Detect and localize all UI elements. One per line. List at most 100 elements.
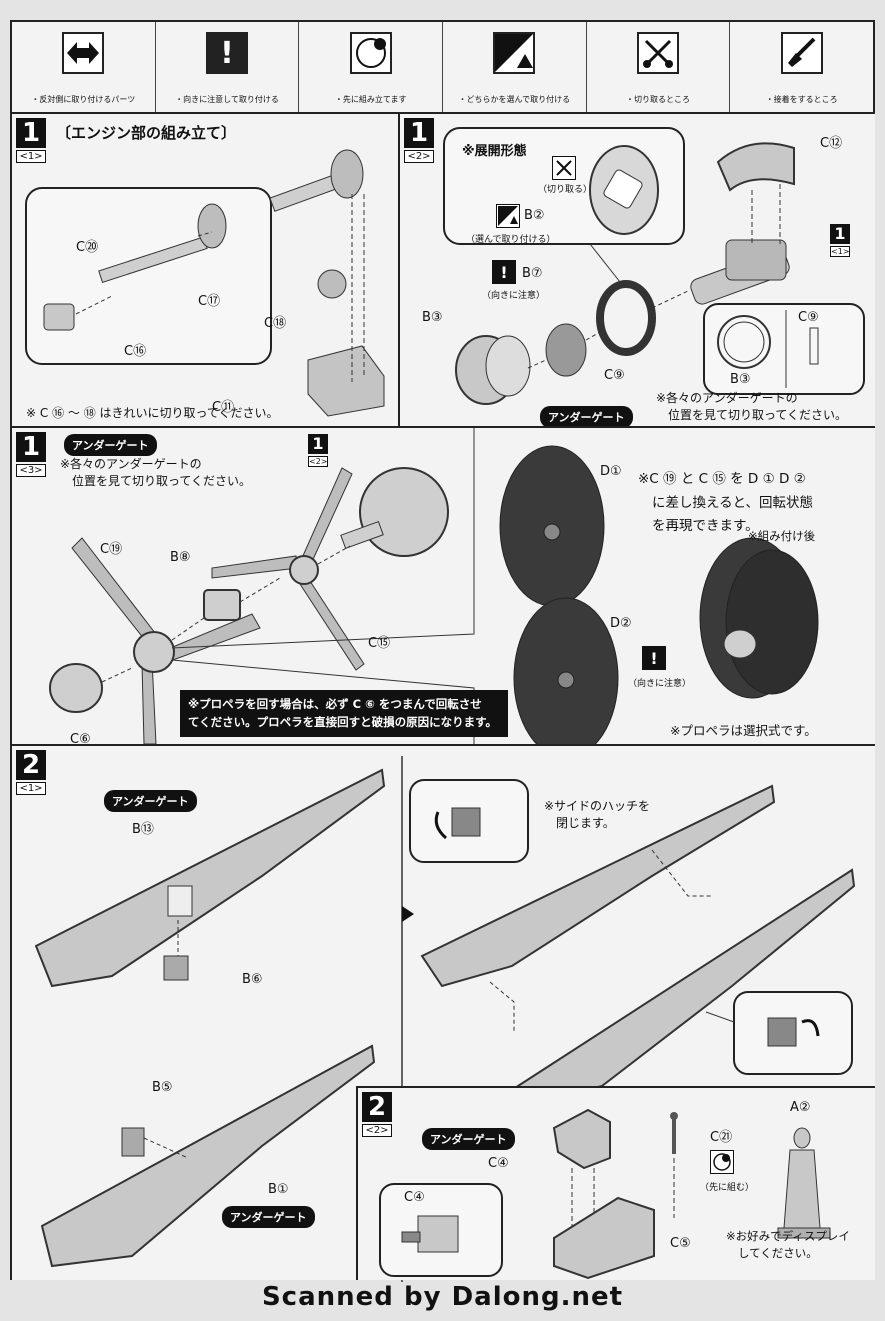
undergate-tag: アンダーゲート [540, 406, 633, 428]
legend-label: ・どちらかを選んで取り付ける [458, 95, 571, 104]
propeller-warning: ※プロペラを回す場合は、必ず C ⑥ をつまんで回転させ てください。プロペラを… [180, 690, 508, 737]
caution-icon: ! [206, 32, 248, 74]
step-number: 2 [362, 1092, 392, 1122]
choose-label: （選んで取り付ける） [466, 235, 556, 245]
icon-legend: ・反対側に取り付けるパーツ ! ・向きに注意して取り付ける ・先に組み立てます … [12, 22, 873, 114]
part-label-b1: B① [268, 1182, 289, 1197]
undergate-tag: アンダーゲート [422, 1128, 515, 1150]
legend-cut: ・切り取るところ [587, 22, 731, 112]
fuselage-assembly-drawing [34, 756, 856, 1282]
display-note-line: ※お好みでディスプレイ [726, 1229, 850, 1243]
undergate-tag: アンダーゲート [222, 1206, 315, 1228]
legend-glue: ・接着をするところ [730, 22, 873, 112]
scan-credit: Scanned by Dalong.net [261, 1282, 624, 1312]
hatch-note-line: 閉じます。 [556, 815, 615, 830]
part-label-b7: B⑦ [522, 266, 543, 281]
part-label-b8: B⑧ [170, 550, 191, 565]
caution-label: （向きに注意） [482, 291, 546, 301]
legend-label: ・反対側に取り付けるパーツ [31, 95, 136, 104]
undergate-note-line: 位置を見て切り取ってください。 [72, 473, 252, 488]
caution-icon: ! [492, 260, 516, 284]
substep-number: <2> [404, 150, 434, 163]
display-note: ※お好みでディスプレイ してください。 [726, 1228, 850, 1263]
part-label-c17: C⑰ [198, 294, 221, 309]
undergate-tag: アンダーゲート [64, 434, 157, 456]
undergate-note-line: 位置を見て切り取ってください。 [668, 407, 848, 422]
warning-line: てください。プロペラを直接回すと破損の原因になります。 [188, 715, 498, 730]
ref-substep-number: <1> [830, 246, 850, 257]
inset-label-c4: C④ [404, 1190, 425, 1205]
substep-number: <1> [16, 150, 46, 163]
step-2-2-panel: 2 <2> アンダーゲート C④ C④ C㉑ [356, 1086, 875, 1280]
undergate-note: ※各々のアンダーゲートの 位置を見て切り取ってください。 [60, 456, 251, 490]
caution-icon: ! [642, 646, 666, 670]
cockpit-assembly-drawing [379, 1108, 831, 1280]
legend-caution: ! ・向きに注意して取り付ける [156, 22, 300, 112]
hatch-note-line: ※サイドのハッチを [544, 799, 651, 813]
cut-icon [552, 156, 576, 180]
legend-label: ・先に組み立てます [334, 95, 407, 104]
substep-number: <3> [16, 464, 46, 477]
part-label-c12: C⑫ [820, 136, 843, 151]
legend-label: ・切り取るところ [626, 95, 691, 104]
swap-note: ※C ⑲ と C ⑮ を D ① D ② に差し換えると、回転状態 を再現できま… [638, 468, 813, 539]
swap-note-line: ※C ⑲ と C ⑮ を D ① D ② [638, 471, 806, 487]
part-label-c5: C⑤ [670, 1236, 691, 1251]
part-label-b3: B③ [422, 310, 443, 325]
step-number-box: 1 <1> [16, 118, 46, 163]
warning-line: ※プロペラを回す場合は、必ず C ⑥ をつまんで回転させ [188, 697, 482, 711]
ref-step-box: 1 <2> [308, 434, 328, 467]
cut-label: （切り取る） [538, 185, 593, 195]
step-number-box: 2 <2> [362, 1092, 392, 1137]
assembled-label: ※組み付け後 [748, 529, 816, 543]
opposite-side-icon [62, 32, 105, 74]
substep-number: <1> [16, 782, 46, 795]
hatch-note: ※サイドのハッチを 閉じます。 [544, 798, 650, 832]
legend-label: ・向きに注意して取り付ける [175, 95, 279, 104]
part-label-d2: D② [610, 616, 632, 631]
step-1-2-panel: 1 <2> [398, 114, 875, 428]
preassemble-icon [710, 1150, 734, 1174]
select-note: ※プロペラは選択式です。 [670, 723, 817, 738]
ref-substep-number: <2> [308, 456, 328, 467]
undergate-tag: アンダーゲート [104, 790, 197, 812]
step-2-1-panel: 2 <1> ア [12, 744, 875, 1282]
part-label-d1: D① [600, 464, 622, 479]
part-label-c11: C⑪ [212, 400, 235, 415]
step-number: 2 [16, 750, 46, 780]
part-label-c4: C④ [488, 1156, 509, 1171]
part-label-c15: C⑮ [368, 636, 391, 651]
step-1-3-panel: 1 <3> [12, 426, 875, 748]
part-label-c6: C⑥ [70, 732, 91, 747]
part-label-c20: C⑳ [76, 240, 99, 255]
step-number: 1 [16, 118, 46, 148]
part-label-b6: B⑥ [242, 972, 263, 987]
preassemble-label: （先に組む） [700, 1183, 755, 1193]
part-label-c16: C⑯ [124, 344, 147, 359]
substep-number: <2> [362, 1124, 392, 1137]
choose-one-icon [496, 204, 520, 228]
swap-note-line: に差し換えると、回転状態 [652, 494, 814, 511]
step-number-box: 1 <2> [404, 118, 434, 163]
part-label-b13: B⑬ [132, 822, 154, 837]
step-number: 1 [404, 118, 434, 148]
instruction-page: ・反対側に取り付けるパーツ ! ・向きに注意して取り付ける ・先に組み立てます … [10, 20, 875, 1282]
propeller-assembly-drawing [49, 428, 819, 748]
part-label-c9: C⑨ [604, 368, 625, 383]
part-label-b5: B⑤ [152, 1080, 173, 1095]
engine-assembly-drawing [25, 149, 385, 417]
part-label-a2: A② [790, 1100, 811, 1115]
expand-title: ※展開形態 [462, 144, 527, 159]
step-number-box: 1 <3> [16, 432, 46, 477]
step-number: 1 [16, 432, 46, 462]
part-label-c18: C⑱ [264, 316, 287, 331]
legend-label: ・接着をするところ [765, 95, 838, 104]
step-number-box: 2 <1> [16, 750, 46, 795]
part-label-b2: B② [524, 208, 545, 223]
undergate-note-line: ※各々のアンダーゲートの [60, 457, 202, 471]
ref-step-number: 1 [830, 224, 850, 244]
preassemble-icon [349, 32, 392, 74]
inset-label-c9: C⑨ [798, 310, 819, 325]
part-label-c19: C⑲ [100, 542, 123, 557]
ref-step-number: 1 [308, 434, 328, 454]
